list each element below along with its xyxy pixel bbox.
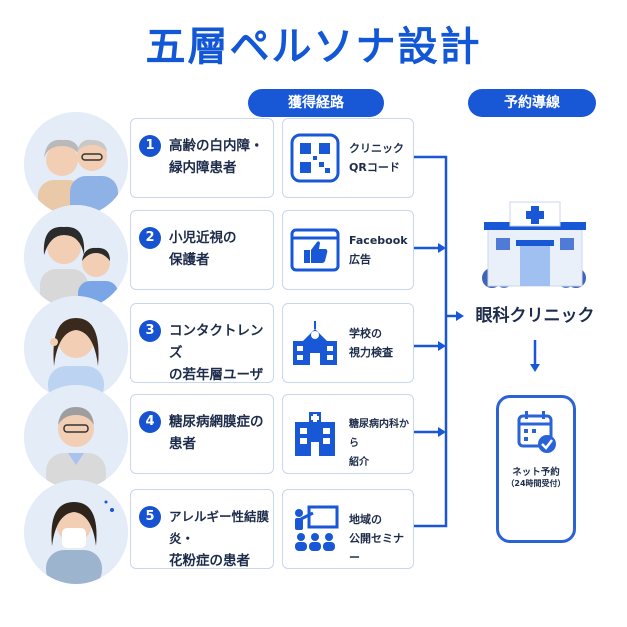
persona-3-avatar xyxy=(24,296,128,400)
channel-3-card: 学校の視力検査 xyxy=(282,303,414,383)
acquisition-header: 獲得経路 xyxy=(248,89,384,117)
booking-label: ネット予約 xyxy=(512,467,560,478)
persona-1-card: 1 高齢の白内障・緑内障患者 xyxy=(130,118,274,198)
persona-2-label-line1: 小児近視の xyxy=(169,230,237,246)
persona-5-avatar xyxy=(24,480,128,584)
persona-1-label-line1: 高齢の白内障・ xyxy=(169,138,264,154)
smartphone-calendar-icon xyxy=(496,395,576,543)
channel-5-line1: 地域の xyxy=(349,513,382,526)
persona-3-number: 3 xyxy=(139,320,161,342)
channel-5-card: 地域の公開セミナー xyxy=(282,489,414,569)
persona-4-label-line2: 患者 xyxy=(169,436,196,452)
persona-5-label-line2: 花粉症の患者 xyxy=(169,553,250,569)
persona-5-number: 5 xyxy=(139,506,161,528)
persona-5-label-line1: アレルギー性結膜炎・ xyxy=(169,509,270,546)
persona-1-number: 1 xyxy=(139,135,161,157)
clinic-label: 眼科クリニック xyxy=(475,306,595,326)
channel-5-line2: 公開セミナー xyxy=(349,532,404,564)
channel-1-card: クリニック QRコード xyxy=(282,118,414,198)
channel-1-line1: クリニック xyxy=(349,142,404,155)
persona-1-label-line2: 緑内障患者 xyxy=(169,160,237,176)
school-icon xyxy=(289,317,341,369)
channel-2-card: Facebook 広告 xyxy=(282,210,414,290)
booking-hours-label: （24時間受付） xyxy=(506,479,566,488)
persona-5-card: 5 アレルギー性結膜炎・花粉症の患者 xyxy=(130,489,274,569)
persona-4-card: 4 糖尿病網膜症の患者 xyxy=(130,394,274,474)
persona-4-label-line1: 糖尿病網膜症の xyxy=(169,414,264,430)
persona-2-card: 2 小児近視の保護者 xyxy=(130,210,274,290)
seminar-icon xyxy=(289,503,341,555)
persona-2-label-line2: 保護者 xyxy=(169,252,210,268)
channel-3-line2: 視力検査 xyxy=(349,346,393,359)
qr-code-icon xyxy=(289,132,341,184)
channel-4-card: 糖尿病内科から紹介 xyxy=(282,394,414,474)
persona-4-avatar xyxy=(24,385,128,489)
channel-2-line2: 広告 xyxy=(349,253,371,266)
persona-3-card: 3 コンタクトレンズの若年層ユーザー xyxy=(130,303,274,405)
clinic-building-icon xyxy=(470,196,600,292)
channel-2-line1: Facebook xyxy=(349,234,408,247)
channel-4-line1: 糖尿病内科から xyxy=(349,419,409,449)
facebook-like-icon xyxy=(289,224,341,276)
persona-3-label-line1: コンタクトレンズ xyxy=(169,323,264,361)
persona-1-avatar xyxy=(24,112,128,216)
persona-2-avatar xyxy=(24,205,128,309)
diagram-title: 五層ペルソナ設計 xyxy=(145,24,482,70)
persona-4-number: 4 xyxy=(139,411,161,433)
channel-1-line2: QRコード xyxy=(349,161,400,174)
hospital-icon xyxy=(289,408,341,460)
funnel-header: 予約導線 xyxy=(468,89,596,117)
channel-3-line1: 学校の xyxy=(349,327,382,340)
channel-4-line2: 紹介 xyxy=(349,457,369,468)
persona-2-number: 2 xyxy=(139,227,161,249)
